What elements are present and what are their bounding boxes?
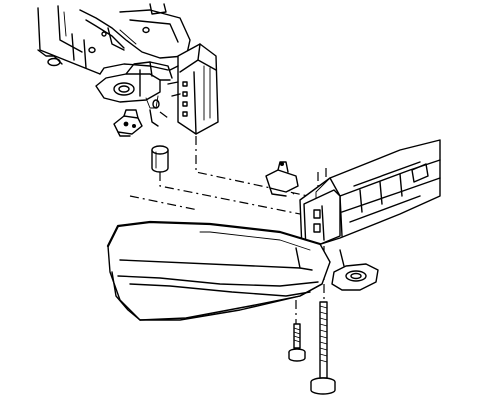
bumper-bolt-short [289,324,305,361]
bumper-fascia [108,222,330,320]
spacer [152,146,168,172]
frame-rail [38,4,190,74]
bumper-impact-bar [284,140,440,290]
tow-hook [96,62,172,126]
bumper-bolt-long [311,302,335,394]
bar-stud-bracket [266,162,298,196]
fascia-retainer-clip [114,110,142,136]
mounting-bracket [168,44,218,134]
